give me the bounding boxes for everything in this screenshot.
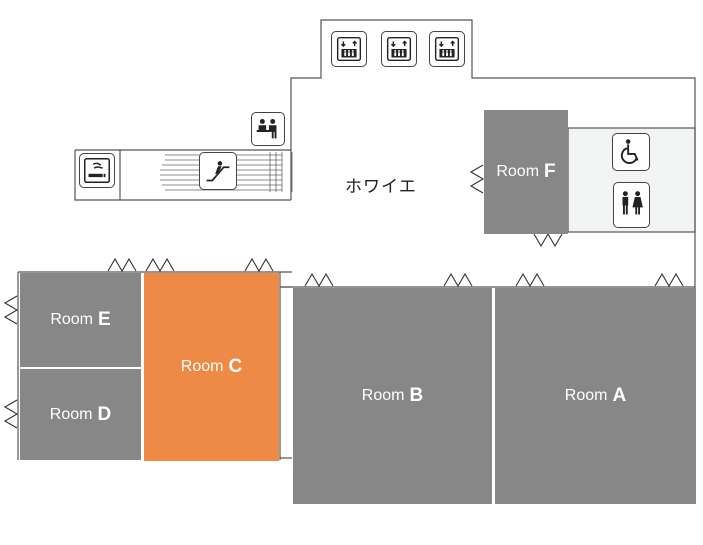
smoking-area-icon (79, 153, 115, 188)
foyer-label: ホワイエ (345, 177, 417, 197)
accessible-toilet-icon (612, 133, 650, 171)
elevator-icon (331, 31, 367, 67)
room-a-word: Room (564, 387, 608, 404)
room-b-word: Room (361, 387, 405, 404)
room-d-word: Room (49, 405, 93, 423)
room-f[interactable]: Room F (484, 110, 568, 234)
room-c-word: Room (180, 358, 224, 375)
room-f-letter: F (544, 161, 556, 182)
room-b-letter: B (409, 385, 424, 406)
elevator-icon (429, 31, 465, 67)
room-b[interactable]: Room B (293, 288, 492, 504)
door-marks (3, 164, 684, 429)
room-c[interactable]: Room C (144, 273, 279, 461)
room-f-word: Room (496, 163, 540, 180)
room-c-letter: C (228, 356, 243, 377)
room-e-word: Room (50, 311, 93, 328)
elevator-icon (381, 31, 417, 67)
room-d-letter: D (97, 403, 112, 425)
room-a[interactable]: Room A (495, 288, 696, 504)
reception-icon (251, 112, 285, 146)
room-e-letter: E (98, 309, 111, 330)
escalator-icon (199, 152, 237, 190)
restroom-icon (613, 182, 650, 228)
walls (17, 19, 696, 460)
room-e[interactable]: Room E (20, 273, 141, 367)
room-a-letter: A (612, 385, 627, 406)
room-d[interactable]: Room D (20, 369, 141, 460)
